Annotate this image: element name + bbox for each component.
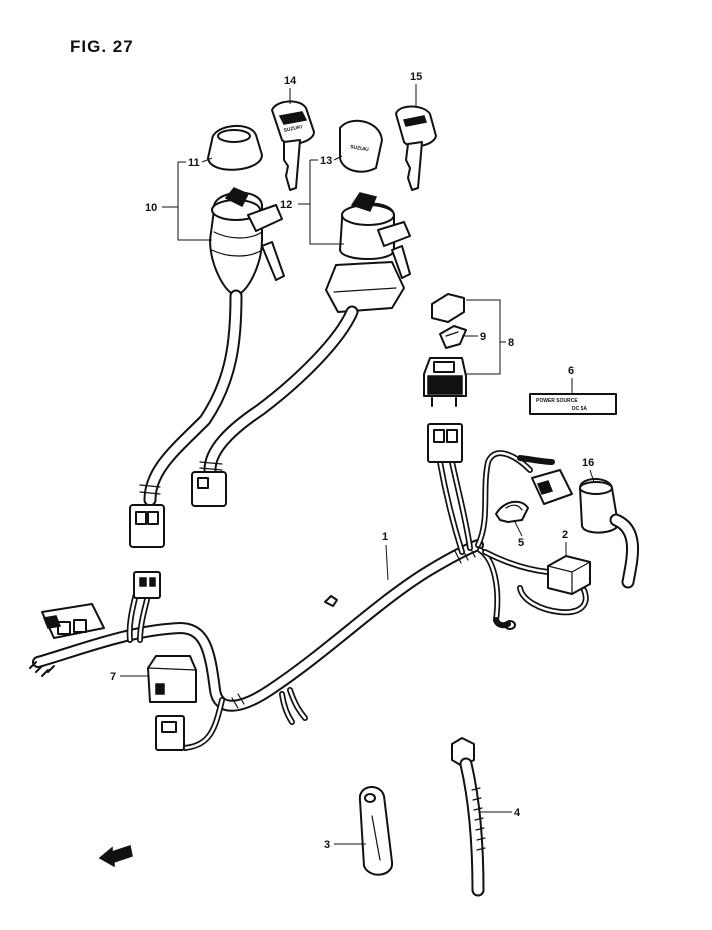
callouts: 1 2 3 4 5 6 7 8 9 10 11 12 13	[110, 71, 595, 851]
relay-2	[517, 555, 591, 616]
figure-title: FIG. 27	[70, 37, 134, 56]
connector-lower-left	[155, 715, 185, 751]
svg-text:SUZUKI: SUZUKI	[283, 124, 303, 134]
ignition-switch-right: SUZUKI	[191, 119, 411, 507]
callout-3: 3	[324, 839, 330, 851]
callout-12: 12	[280, 199, 292, 211]
switch-cap-13	[339, 119, 383, 173]
callout-6: 6	[568, 365, 574, 377]
key-15	[395, 105, 437, 191]
caution-label-6: POWER SOURCE DC 5A	[529, 393, 617, 415]
fuse-9	[439, 325, 467, 349]
callout-1: 1	[382, 531, 388, 543]
svg-text:SUZUKI: SUZUKI	[350, 144, 370, 153]
svg-text:DC 5A: DC 5A	[572, 406, 587, 412]
callout-7: 7	[110, 671, 116, 683]
fuse-cap	[431, 293, 465, 323]
harness-clip	[324, 595, 338, 607]
svg-text:POWER SOURCE: POWER SOURCE	[536, 398, 578, 404]
harness-top-connector	[427, 423, 463, 463]
cable-tie-4	[451, 737, 486, 897]
callout-4: 4	[514, 807, 521, 819]
key-14: SUZUKI	[271, 100, 315, 191]
relay-7	[147, 655, 197, 703]
callout-14: 14	[284, 75, 297, 87]
harness-small-connector	[133, 571, 161, 599]
callout-8: 8	[508, 337, 514, 349]
callout-2: 2	[562, 529, 568, 541]
relay-16	[579, 478, 640, 589]
clamp-5	[495, 500, 529, 523]
callout-13: 13	[320, 155, 332, 167]
callout-16: 16	[582, 457, 594, 469]
fuse-holder	[423, 293, 467, 407]
ignition-switch-left	[129, 124, 285, 548]
direction-arrow	[98, 845, 133, 868]
main-wiring-harness	[29, 450, 551, 751]
callout-5: 5	[518, 537, 524, 549]
callout-9: 9	[480, 331, 486, 343]
callout-15: 15	[410, 71, 422, 83]
callout-11: 11	[188, 157, 200, 169]
connector-near-16	[517, 455, 573, 505]
bracket-3	[358, 786, 394, 876]
harness-left-connector	[41, 603, 105, 639]
callout-10: 10	[145, 202, 157, 214]
